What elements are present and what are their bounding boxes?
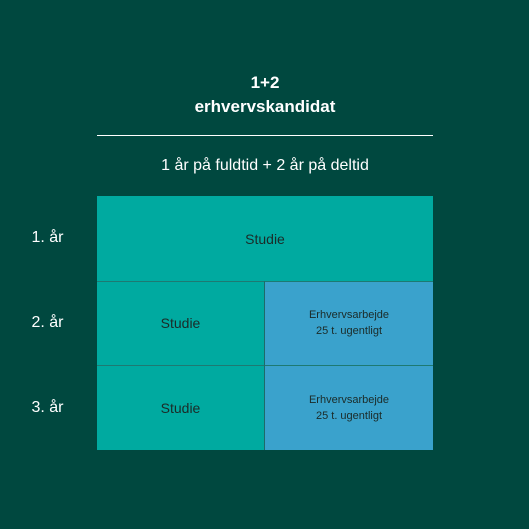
year-label-2: 2. år [31,314,64,331]
year-2-work-block: Erhvervsarbejde 25 t. ugentligt [265,281,433,365]
year-label-3: 3. år [31,399,64,416]
study-label: Studie [160,399,201,416]
year-2-study-block: Studie [97,281,264,365]
year-3-study-block: Studie [97,365,264,450]
work-label: Erhvervsarbejde [308,309,390,321]
year-1-study-block: Studie [97,196,433,281]
year-label-1: 1. år [31,229,64,246]
work-hours: 25 t. ugentligt [315,409,383,422]
study-label: Studie [160,315,201,331]
subtitle: 1 år på fuldtid + 2 år på deltid [161,157,369,174]
work-hours: 25 t. ugentligt [315,325,383,337]
study-label: Studie [245,230,285,247]
year-3-work-block: Erhvervsarbejde 25 t. ugentligt [265,365,433,450]
title-line-2: erhvervskandidat [194,97,336,116]
title-line-1: 1+2 [250,73,280,92]
row-separator [97,281,433,282]
row-separator [97,365,433,366]
work-label: Erhvervsarbejde [308,393,390,406]
title-divider [97,135,433,136]
column-separator [264,281,265,450]
